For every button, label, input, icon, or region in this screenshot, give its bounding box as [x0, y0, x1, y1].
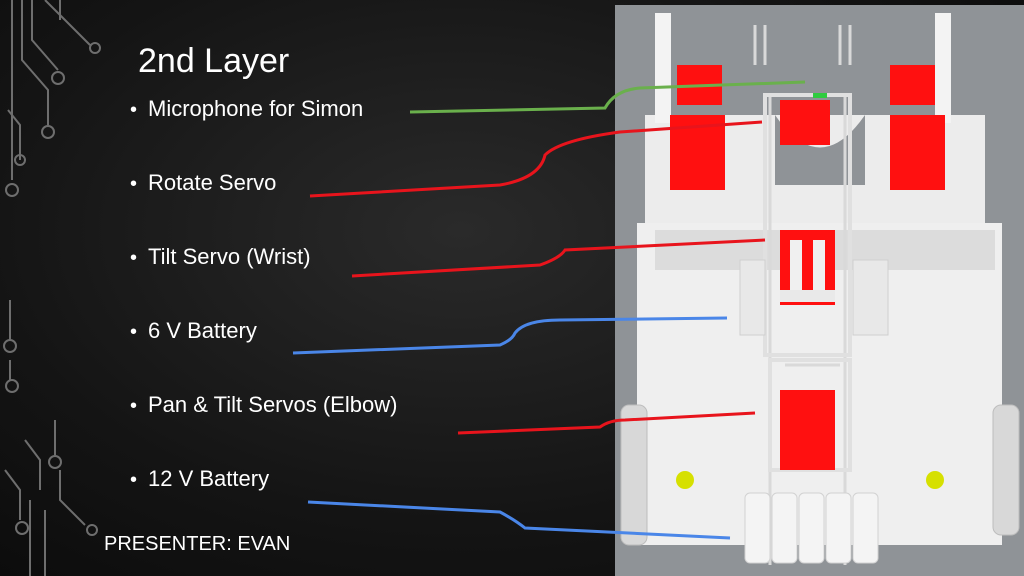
bullet-pan-tilt-servos: • Pan & Tilt Servos (Elbow) — [130, 392, 397, 418]
slide-title: 2nd Layer — [138, 42, 290, 80]
bullet-dot-icon: • — [130, 247, 138, 269]
bullet-dot-icon: • — [130, 395, 138, 417]
bullet-label: 6 V Battery — [148, 318, 257, 343]
circuit-trace-decoration — [3, 0, 101, 576]
bullet-12v-battery: • 12 V Battery — [130, 466, 269, 492]
robot-layer-render — [615, 5, 1024, 576]
bullet-label: Pan & Tilt Servos (Elbow) — [148, 392, 398, 417]
bullet-6v-battery: • 6 V Battery — [130, 318, 257, 344]
bullet-label: 12 V Battery — [148, 466, 270, 491]
bullet-label: Microphone for Simon — [148, 96, 364, 121]
bullet-microphone: • Microphone for Simon — [130, 96, 363, 122]
bullet-label: Tilt Servo (Wrist) — [148, 244, 311, 269]
bullet-dot-icon: • — [130, 469, 138, 491]
bullet-tilt-servo: • Tilt Servo (Wrist) — [130, 244, 311, 270]
bullet-label: Rotate Servo — [148, 170, 277, 195]
bullet-rotate-servo: • Rotate Servo — [130, 170, 276, 196]
bullet-dot-icon: • — [130, 173, 138, 195]
presenter-label: PRESENTER: EVAN — [104, 533, 291, 555]
bullet-dot-icon: • — [130, 321, 138, 343]
bullet-dot-icon: • — [130, 99, 138, 121]
